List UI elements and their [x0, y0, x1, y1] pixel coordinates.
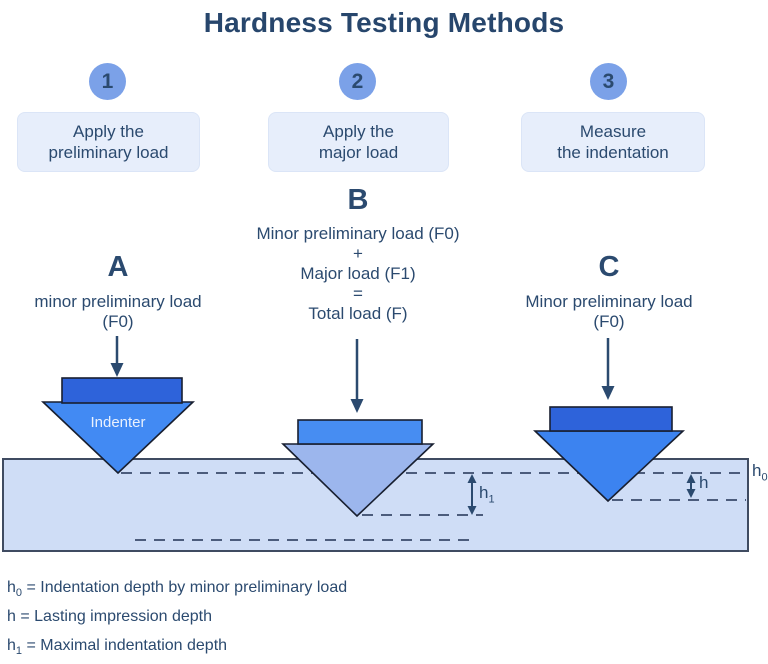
legend-h0-sub: 0 [15, 587, 23, 600]
stage-b-load-line-5: Total load (F) [308, 304, 408, 323]
stage-a-load-line-2: (F0) [102, 312, 134, 331]
h1-depth-label-base: h [479, 483, 489, 502]
step-2-label-line-2: major load [318, 143, 399, 162]
legend-h0-base: h [7, 579, 16, 596]
stage-a-load-line-1: minor preliminary load [34, 292, 202, 311]
legend-h-base: h [7, 608, 16, 626]
h0-depth-label-sub: 0 [761, 471, 768, 484]
stage-b-load-line-2: + [353, 244, 363, 263]
indenter-label: Indenter [90, 414, 146, 431]
h1-depth-label-sub: 1 [488, 493, 495, 506]
legend-h1-text: = Maximal indentation depth [22, 637, 228, 655]
step-2-label-box: Apply the major load [268, 112, 449, 172]
h-depth-label-base: h [699, 473, 709, 492]
infographic-root: Hardness Testing Methods 1 2 3 Apply the… [2, 7, 768, 658]
h-depth-label: h [699, 473, 708, 493]
stage-c-load-line-1: Minor preliminary load [525, 292, 693, 311]
legend-item-h: h = Lasting impression depth [7, 605, 347, 634]
legend-h0-text: = Indentation depth by minor preliminary… [22, 579, 348, 596]
h0-depth-label: h0 [752, 461, 768, 483]
step-1-label-line-2: preliminary load [48, 143, 169, 162]
legend-item-h0: h0 = Indentation depth by minor prelimin… [7, 576, 347, 605]
stage-b-load-line-3: Major load (F1) [300, 264, 416, 283]
step-1-number: 1 [101, 69, 114, 93]
legend: h0 = Indentation depth by minor prelimin… [7, 576, 347, 664]
depth-arrow-h1 [467, 474, 477, 515]
stage-b-block: B Minor preliminary load (F0) + Major lo… [242, 184, 474, 324]
step-3-number-badge: 3 [590, 63, 627, 100]
step-2-number-badge: 2 [339, 63, 376, 100]
stage-a-block: A minor preliminary load (F0) [12, 251, 224, 332]
legend-h1-base: h [7, 637, 16, 655]
step-3-number: 3 [602, 69, 615, 93]
page-title: Hardness Testing Methods [203, 7, 565, 38]
step-3-label-line-1: Measure [579, 122, 647, 141]
stage-b-load-line-4: = [353, 284, 363, 303]
indenter-a-shank [61, 377, 183, 404]
legend-h-text: = Lasting impression depth [15, 608, 213, 626]
indentation-diagram [2, 336, 749, 552]
load-arrow-c [601, 338, 615, 400]
stage-b-letter: B [347, 184, 369, 216]
stage-c-load-line-2: (F0) [593, 312, 625, 331]
indenter-b-shank [297, 419, 423, 445]
step-1-label-line-1: Apply the [73, 122, 144, 141]
h1-depth-label: h1 [479, 483, 495, 505]
stage-b-load-line-1: Minor preliminary load (F0) [256, 224, 460, 243]
load-arrow-b [350, 339, 364, 413]
step-1-number-badge: 1 [89, 63, 126, 100]
stage-a-letter: A [107, 251, 129, 283]
step-1-label-box: Apply the preliminary load [17, 112, 200, 172]
stage-c-letter: C [598, 251, 620, 283]
step-3-label-line-2: the indentation [557, 143, 669, 162]
step-3-label-box: Measure the indentation [521, 112, 705, 172]
stage-c-block: C Minor preliminary load (F0) [498, 251, 720, 332]
h0-depth-label-base: h [752, 461, 762, 480]
step-2-number: 2 [351, 69, 364, 93]
load-arrow-a [110, 336, 124, 377]
step-2-label-line-1: Apply the [323, 122, 394, 141]
legend-item-h1: h1 = Maximal indentation depth [7, 634, 347, 663]
depth-arrow-h [686, 474, 696, 498]
indenter-c-shank [549, 406, 673, 432]
